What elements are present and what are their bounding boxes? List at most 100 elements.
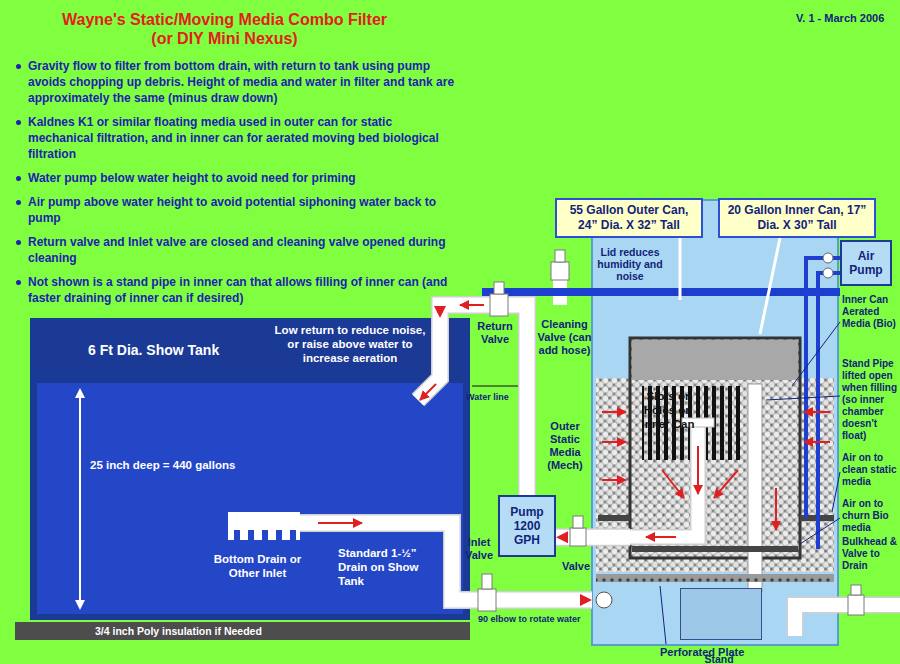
air-valve <box>823 253 833 263</box>
pipe <box>556 528 630 546</box>
inner-can <box>630 338 800 558</box>
valve <box>848 595 864 615</box>
node-text: Lid reduces humidity and noise <box>594 246 666 282</box>
stand: Stand <box>680 588 762 640</box>
valve <box>573 516 583 528</box>
drain-pipe <box>300 523 470 600</box>
bullet-item: Kaldnes K1 or similar floating media use… <box>14 114 460 162</box>
air-line <box>806 258 840 518</box>
valve <box>551 262 569 280</box>
node-text: Pump 1200 GPH <box>503 505 551 547</box>
bullet-item: Not shown is a stand pipe in inner can t… <box>14 274 460 306</box>
bottom-drain <box>276 530 282 540</box>
flow-arrow <box>804 441 830 443</box>
outer-can <box>592 200 838 645</box>
flow-arrow <box>602 441 626 443</box>
valve <box>478 589 496 611</box>
valve <box>482 574 492 589</box>
part-label: Return Valve <box>472 320 518 346</box>
depth-arrow <box>75 388 85 610</box>
part-label: Valve <box>556 560 596 573</box>
part-label: Inner Can Aerated Media (Bio) <box>842 294 898 330</box>
header-leader <box>679 238 682 300</box>
header-leader <box>760 238 780 334</box>
bullet-item: Return valve and Inlet valve are closed … <box>14 234 460 266</box>
flow-arrow <box>697 446 699 494</box>
bullet-text: Return valve and Inlet valve are closed … <box>28 235 445 265</box>
valve <box>478 250 864 615</box>
bullet-text: Water pump below water height to avoid n… <box>28 171 356 185</box>
valve <box>555 250 565 262</box>
inner-can: Slots or Holes on Inner Can <box>630 338 800 558</box>
version-note: V. 1 - March 2006 <box>796 12 896 24</box>
flow-arrow <box>460 304 484 306</box>
bullet-text: Gravity flow to filter from bottom drain… <box>28 59 454 105</box>
bottom-drain <box>248 530 254 540</box>
show-tank <box>30 318 470 620</box>
air-pump: Air Pump <box>840 240 892 286</box>
inner-can <box>632 340 798 380</box>
leader-line <box>660 586 666 644</box>
pipe <box>440 305 527 495</box>
depth-arrow <box>79 394 81 604</box>
bullet-text: Air pump above water height to avoid pot… <box>28 195 436 225</box>
bullet-text: Not shown is a stand pipe in inner can t… <box>28 275 447 305</box>
part-label: Bottom Drain or Other Inlet <box>205 552 310 580</box>
node-text: 55 Gallon Outer Can, 24” Dia. X 32” Tall <box>561 203 697 233</box>
drain-pipe <box>300 523 470 600</box>
leader-line <box>832 472 840 512</box>
bottom-drain <box>228 512 300 540</box>
inner-pipe <box>630 426 698 537</box>
valve <box>490 294 508 316</box>
node-text: 3/4 inch Poly insulation if Needed <box>95 622 470 640</box>
leader-line <box>800 518 840 544</box>
bullet-text: Kaldnes K1 or similar floating media use… <box>28 115 439 161</box>
air-line <box>806 258 840 549</box>
dimension: 25 inch deep = 440 gallons <box>90 458 310 472</box>
flow-arrow <box>602 411 626 413</box>
flow-arrow <box>714 470 738 498</box>
part-label: Air on to churn Bio media <box>842 498 898 534</box>
drain-pipe <box>300 523 470 600</box>
flow-arrow <box>646 536 676 538</box>
water-line <box>472 386 518 387</box>
air-diffuser <box>598 515 630 521</box>
elbow <box>596 592 612 608</box>
bullet-dot <box>16 64 21 69</box>
part-label: Standard 1-½” Drain on Show Tank <box>338 546 440 588</box>
bullet-item: Water pump below water height to avoid n… <box>14 170 460 186</box>
depth-arrow <box>75 388 85 398</box>
leader-line <box>766 396 840 400</box>
bullet-dot <box>16 120 21 125</box>
air-valve <box>823 268 833 278</box>
drain-pipe <box>318 522 362 524</box>
arrow-head <box>434 306 446 318</box>
show-tank <box>37 383 463 614</box>
header-leader <box>680 238 780 334</box>
callout-box: 55 Gallon Outer Can, 24” Dia. X 32” Tall <box>555 198 703 238</box>
node-text: 20 Gallon Inner Can, 17” Dia. X 30” Tall <box>724 203 870 233</box>
leader-line <box>792 322 840 386</box>
valve <box>494 282 504 294</box>
depth-arrow <box>75 600 85 610</box>
valve <box>851 585 861 595</box>
bottom-drain <box>234 530 240 540</box>
air-valve <box>823 253 833 278</box>
insulation-bar: 3/4 inch Poly insulation if Needed <box>15 622 470 640</box>
part-label: Inlet Valve <box>456 536 502 562</box>
bullet-item: Air pump above water height to avoid pot… <box>14 194 460 226</box>
bottom-drain <box>228 512 300 540</box>
leader-line <box>660 322 840 644</box>
outer-can: Lid reduces humidity and noiseSlots or H… <box>592 200 838 645</box>
air-diffuser <box>632 546 798 552</box>
bullet-dot <box>16 176 21 181</box>
stand-pipe <box>748 384 762 592</box>
lid <box>482 288 840 296</box>
pipe-connector <box>556 531 630 543</box>
perforated-plate <box>596 574 834 582</box>
water-pump: Pump 1200 GPH <box>498 495 556 557</box>
arrow-head <box>556 531 568 543</box>
node-text: Air Pump <box>845 249 887 277</box>
